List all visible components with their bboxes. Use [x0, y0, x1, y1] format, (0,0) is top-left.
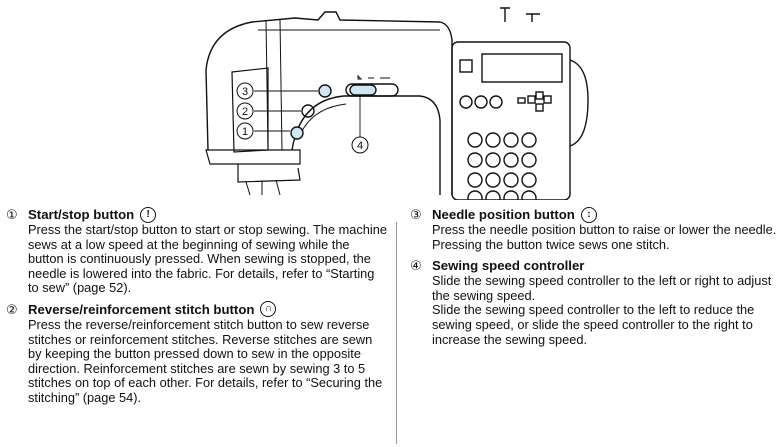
reverse-stitch-icon: ∩ [260, 301, 277, 318]
callout-4: 4 [357, 140, 363, 152]
item-start-stop: ① Start/stop button ! Press the start/st… [6, 206, 388, 296]
item-needle-position: ③ Needle position button ↕ Press the nee… [410, 206, 778, 252]
item-title: Reverse/reinforcement stitch button [28, 301, 255, 317]
start-stop-icon: ! [140, 206, 157, 223]
item-number: ④ [410, 258, 422, 274]
item-description: Slide the sewing speed controller to the… [432, 273, 772, 303]
right-column: ③ Needle position button ↕ Press the nee… [410, 206, 778, 352]
item-reverse-stitch: ② Reverse/reinforcement stitch button ∩ … [6, 301, 388, 406]
item-description: Press the needle position button to rais… [432, 222, 777, 252]
sewing-machine-illustration: 3 2 1 4 [205, 7, 589, 200]
needle-position-icon: ↕ [580, 206, 597, 223]
item-description: Slide the sewing speed controller to the… [432, 302, 755, 347]
callout-1: 1 [242, 126, 248, 138]
item-description: Press the start/stop button to start or … [28, 222, 387, 296]
callout-3: 3 [242, 86, 248, 98]
item-number: ③ [410, 207, 422, 222]
item-title: Needle position button [432, 207, 575, 222]
left-column: ① Start/stop button ! Press the start/st… [6, 206, 388, 411]
item-description: Press the reverse/reinforcement stitch b… [28, 316, 383, 405]
item-title: Sewing speed controller [432, 258, 585, 274]
item-speed-controller: ④ Sewing speed controller Slide the sewi… [410, 257, 778, 347]
column-divider [396, 222, 397, 444]
item-title: Start/stop button [28, 207, 135, 222]
item-number: ② [6, 301, 18, 317]
item-number: ① [6, 207, 18, 222]
callout-2: 2 [242, 106, 248, 118]
